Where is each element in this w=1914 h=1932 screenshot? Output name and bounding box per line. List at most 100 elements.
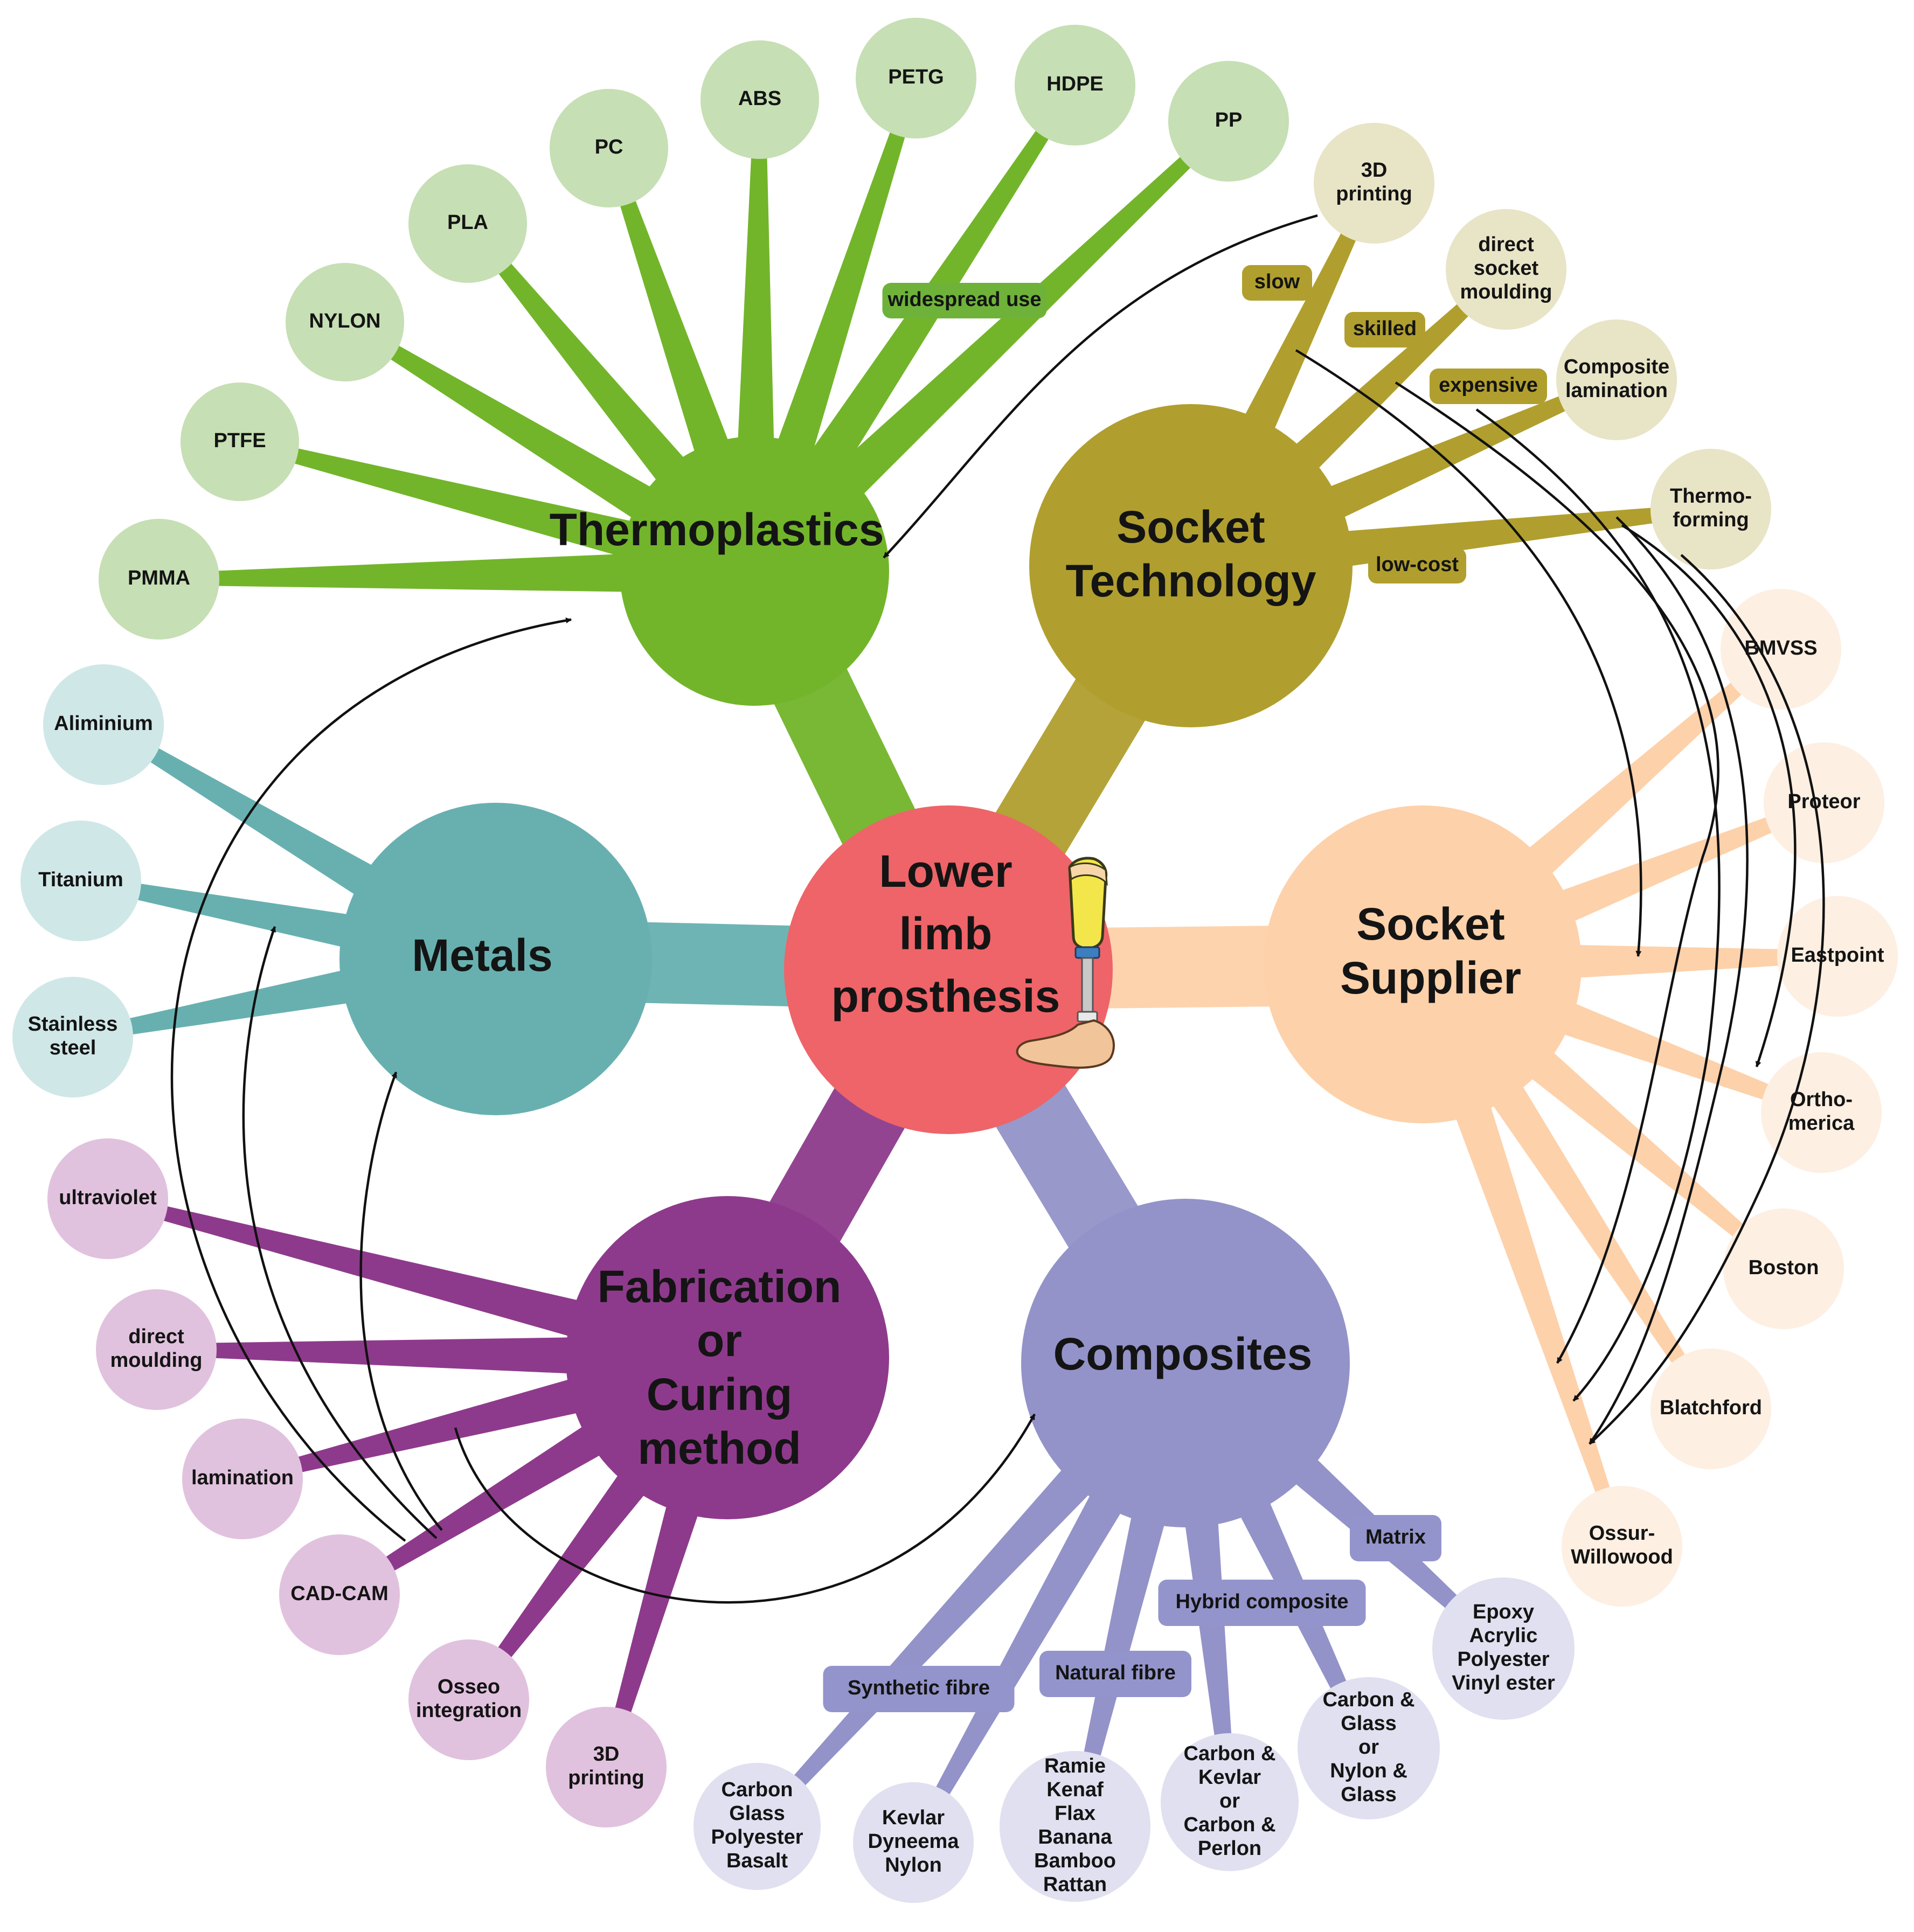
leaf-label-socket_technology-1: direct [1478, 233, 1534, 256]
leaf-socket_supplier-4 [1723, 1208, 1844, 1329]
tag-label-natural: Natural fibre [1055, 1662, 1176, 1684]
leaf-label-composites-3: Kevlar [1198, 1766, 1261, 1789]
leaf-label-fabrication-5: printing [568, 1767, 644, 1789]
leaf-label-thermoplastics-1: PTFE [213, 429, 266, 452]
leaf-thermoplastics-8 [1168, 61, 1289, 182]
leaf-label-composites-3: or [1219, 1790, 1240, 1812]
leaf-thermoplastics-6 [856, 18, 976, 138]
hub-label-fabrication: Fabrication [598, 1261, 842, 1312]
leaf-socket_technology-1 [1446, 209, 1566, 330]
leaf-label-composites-0: Carbon [722, 1778, 793, 1801]
leaf-label-composites-2: Rattan [1043, 1873, 1107, 1896]
leaf-label-fabrication-5: 3D [593, 1743, 620, 1766]
leaf-label-composites-1: Nylon [885, 1854, 942, 1877]
tag-label-expensive: expensive [1439, 374, 1538, 397]
leaf-composites-2 [1000, 1751, 1150, 1902]
hub-label-fabrication: or [697, 1315, 742, 1366]
leaf-label-thermoplastics-4: PC [595, 136, 623, 158]
leaf-label-socket_technology-3: Thermo- [1670, 485, 1752, 508]
leaf-label-composites-5: Acrylic [1469, 1624, 1538, 1647]
leaf-label-thermoplastics-8: PP [1215, 109, 1243, 131]
leaf-fabrication-4 [408, 1639, 529, 1760]
leaf-socket_technology-0 [1314, 123, 1434, 244]
leaf-socket_supplier-5 [1651, 1349, 1771, 1469]
tag-label-matrix: Matrix [1365, 1526, 1426, 1548]
hub-label-socket_technology: Socket [1116, 502, 1265, 552]
leaf-fabrication-3 [279, 1534, 400, 1655]
leaf-composites-4 [1298, 1677, 1440, 1819]
leaf-label-composites-3: Perlon [1198, 1837, 1261, 1860]
leaf-label-composites-2: Kenaf [1046, 1778, 1104, 1801]
leaf-metals-2 [12, 977, 133, 1097]
leaf-label-metals-1: Titanium [38, 868, 123, 891]
leaf-composites-3 [1161, 1733, 1299, 1871]
leaf-label-socket_technology-0: 3D [1361, 159, 1388, 182]
leaf-thermoplastics-5 [701, 40, 819, 159]
hub-composites [1021, 1199, 1350, 1527]
leaf-label-composites-4: Glass [1341, 1783, 1397, 1806]
center-label: limb [899, 908, 993, 959]
tag-slow [1242, 265, 1312, 301]
arrow-5 [1295, 349, 1642, 957]
leaf-label-composites-1: Kevlar [882, 1806, 945, 1829]
hub-label-composites: Composites [1053, 1329, 1313, 1379]
leaf-label-socket_technology-2: Composite [1564, 356, 1669, 378]
leaf-socket_technology-2 [1556, 319, 1677, 440]
leaf-label-metals-2: steel [50, 1037, 96, 1059]
tag-label-widespread: widespread use [887, 288, 1041, 311]
leaf-label-thermoplastics-2: NYLON [309, 310, 381, 332]
leaf-composites-1 [853, 1782, 974, 1903]
leaf-thermoplastics-4 [550, 89, 668, 207]
leaf-label-socket_technology-0: printing [1336, 183, 1412, 205]
leaf-composites-5 [1432, 1577, 1575, 1720]
leaf-socket_supplier-3 [1761, 1052, 1882, 1173]
hub-label-metals: Metals [412, 930, 552, 981]
leaf-label-composites-3: Carbon & [1184, 1742, 1276, 1765]
arrow-6 [1395, 381, 1719, 1364]
tag-natural [1039, 1651, 1191, 1697]
leaf-label-fabrication-0: ultraviolet [59, 1186, 157, 1209]
leaf-label-composites-5: Polyester [1457, 1648, 1549, 1671]
leaf-label-metals-2: Stainless [28, 1013, 118, 1036]
leaf-label-socket_technology-1: socket [1474, 257, 1539, 280]
leaf-label-composites-0: Glass [729, 1802, 785, 1825]
leaf-composites-0 [694, 1763, 821, 1890]
leaf-label-thermoplastics-0: PMMA [128, 567, 190, 589]
leaf-fabrication-5 [546, 1707, 667, 1827]
leaf-thermoplastics-3 [408, 164, 527, 283]
leaf-label-fabrication-1: direct [128, 1325, 184, 1348]
leaf-label-composites-2: Flax [1055, 1802, 1095, 1825]
leaf-label-socket_supplier-1: Proteor [1787, 790, 1860, 813]
leaf-label-fabrication-1: moulding [110, 1349, 203, 1372]
leaf-label-socket_technology-3: forming [1673, 509, 1749, 531]
arrow-7 [1475, 408, 1721, 1402]
leaf-label-socket_supplier-3: merica [1788, 1112, 1855, 1135]
leaf-label-composites-2: Bamboo [1034, 1850, 1116, 1872]
leaf-label-thermoplastics-3: PLA [447, 211, 488, 234]
hub-thermoplastics [620, 436, 889, 706]
hub-label-socket_technology: Technology [1065, 555, 1316, 606]
hub-fabrication [566, 1196, 889, 1519]
tag-low_cost [1368, 548, 1466, 583]
leaf-fabrication-0 [47, 1138, 168, 1259]
leaf-label-composites-0: Basalt [726, 1850, 788, 1872]
tag-label-slow: slow [1254, 270, 1300, 293]
leaf-label-socket_supplier-6: Ossur- [1589, 1522, 1655, 1545]
leaf-label-socket_supplier-3: Ortho- [1790, 1088, 1853, 1111]
leaf-label-composites-4: Nylon & [1330, 1760, 1407, 1782]
tag-matrix [1350, 1515, 1441, 1561]
leaf-label-fabrication-4: integration [416, 1699, 522, 1722]
leaf-label-fabrication-2: lamination [191, 1467, 294, 1489]
leaf-label-thermoplastics-6: PETG [888, 66, 944, 88]
leaf-label-composites-4: Glass [1341, 1712, 1397, 1735]
leaf-socket_supplier-0 [1721, 589, 1841, 710]
hub-label-fabrication: method [637, 1423, 801, 1474]
hub-metals [339, 803, 652, 1115]
leaf-label-composites-5: Vinyl ester [1452, 1672, 1555, 1694]
arrow-2 [242, 926, 438, 1539]
leaf-thermoplastics-7 [1015, 25, 1135, 145]
leaf-thermoplastics-1 [181, 383, 299, 501]
leaf-label-thermoplastics-5: ABS [738, 87, 781, 110]
leaf-label-socket_technology-1: moulding [1460, 281, 1552, 303]
